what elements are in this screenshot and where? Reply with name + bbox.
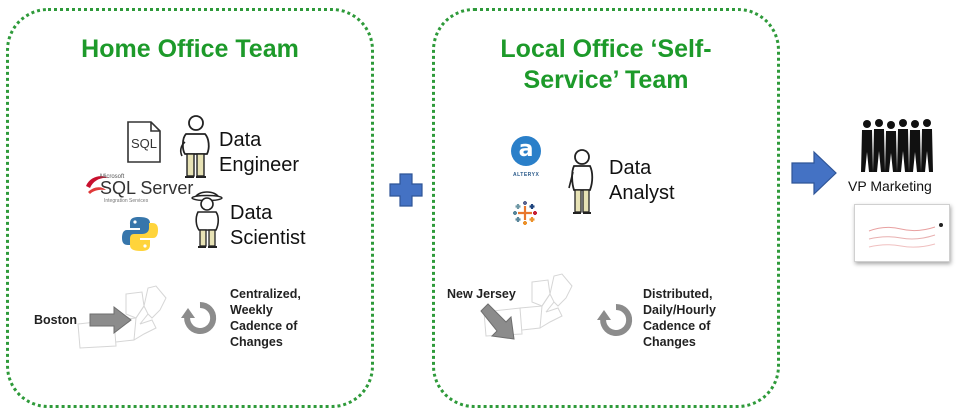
alteryx-logo: a ALTERYX	[511, 136, 541, 178]
home-cadence-line2: Weekly	[230, 303, 273, 317]
tableau-logo-icon	[513, 201, 537, 225]
plus-icon	[389, 173, 423, 207]
data-analyst-label-line1: Data	[609, 157, 652, 179]
cycle-icon-home	[181, 301, 217, 334]
new-jersey-label: New Jersey	[447, 287, 516, 301]
boston-gray-arrow-icon	[89, 305, 132, 335]
home-cadence-line4: Changes	[230, 335, 283, 349]
data-scientist-figure-icon	[191, 191, 223, 248]
data-scientist-label-line2: Scientist	[230, 227, 306, 249]
local-cadence-line2: Daily/Hourly	[643, 303, 716, 317]
data-engineer-figure-icon	[179, 115, 210, 178]
cycle-icon-local	[597, 303, 633, 336]
flow-arrow-icon	[791, 150, 837, 196]
local-office-title-line2: Service’ Team	[523, 66, 689, 94]
northeast-map-icon	[483, 273, 573, 337]
data-scientist-label-line1: Data	[230, 202, 273, 224]
data-analyst-figure-icon	[568, 149, 594, 214]
home-office-title: Home Office Team	[81, 35, 299, 63]
alteryx-circle-icon: a	[511, 136, 541, 166]
python-logo-icon	[122, 217, 158, 251]
sql-server-swirl-icon	[86, 176, 108, 194]
home-office-panel	[6, 8, 374, 408]
local-cadence-line1: Distributed,	[643, 287, 713, 301]
home-cadence-line1: Centralized,	[230, 287, 301, 301]
vp-marketing-label: VP Marketing	[848, 178, 932, 194]
business-people-group-icon	[861, 119, 933, 172]
svg-text:SQL: SQL	[131, 136, 157, 151]
new-jersey-gray-arrow-icon	[480, 303, 515, 340]
data-engineer-label-line1: Data	[219, 129, 262, 151]
local-office-title-line1: Local Office ‘Self-	[500, 35, 712, 63]
local-office-panel	[432, 8, 780, 408]
sql-server-logo: Microsoft SQL Server Integration Service…	[84, 172, 194, 204]
local-cadence-line3: Cadence of	[643, 319, 711, 333]
northeast-map-icon	[77, 285, 167, 349]
data-analyst-label-line2: Analyst	[609, 182, 675, 204]
report-thumbnail	[854, 204, 950, 262]
local-cadence-line4: Changes	[643, 335, 696, 349]
data-engineer-label-line2: Engineer	[219, 154, 300, 176]
sql-file-icon: SQL	[127, 121, 161, 163]
home-cadence-line3: Cadence of	[230, 319, 298, 333]
report-chart-icon	[868, 223, 943, 248]
boston-label: Boston	[34, 313, 78, 327]
